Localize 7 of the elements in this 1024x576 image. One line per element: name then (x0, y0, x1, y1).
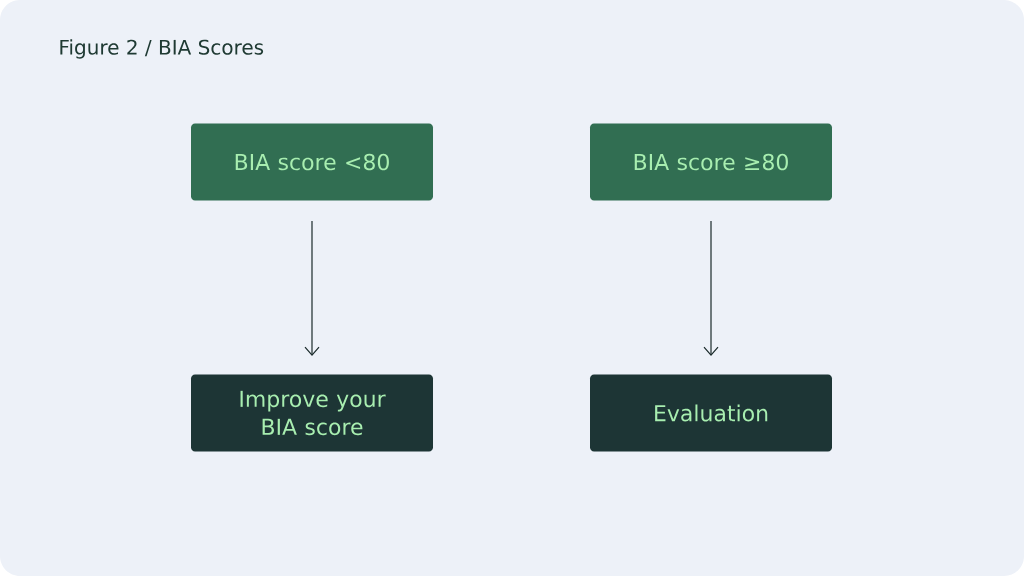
process-box: BIA score ≥80 (590, 123, 832, 201)
process-box: Improve your BIA score (191, 374, 433, 452)
process-box: Evaluation (590, 374, 832, 452)
process-box: BIA score <80 (191, 123, 433, 201)
arrow (304, 220, 320, 357)
figure-title: Figure 2 / BIA Scores (60, 39, 264, 59)
arrow (703, 220, 719, 357)
